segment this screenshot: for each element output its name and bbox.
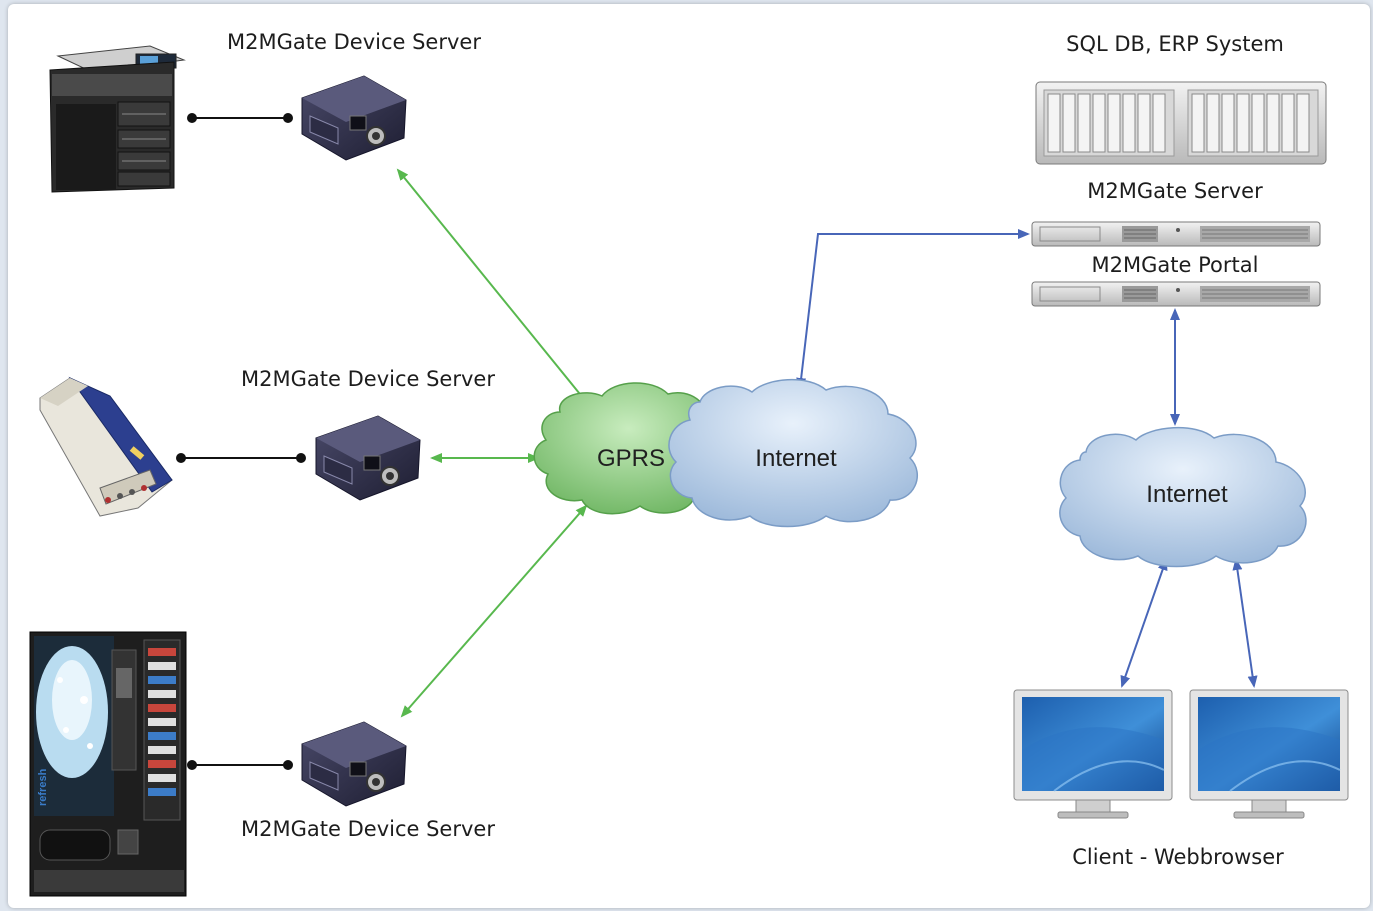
m2mgate-server-label: M2MGate Server [1087, 179, 1263, 203]
copier-device [49, 45, 186, 193]
green-link-bottom [400, 504, 588, 718]
internet-right-label: Internet [1146, 481, 1228, 508]
green-link-top [396, 168, 590, 406]
internet-cloud-center [668, 379, 919, 528]
blue-link-client-left [1120, 558, 1168, 688]
m2mgate-server-unit [1031, 221, 1321, 247]
device-link-top [187, 113, 293, 123]
network-diagram: refresh GPRS Internet Internet [29, 30, 1349, 897]
device-link-bottom [187, 760, 293, 770]
internet-center-label: Internet [755, 445, 837, 472]
internet-cloud-right [1059, 427, 1307, 568]
m2mgate-portal-label: M2MGate Portal [1092, 253, 1259, 277]
inverter-device [39, 376, 173, 517]
sql-db-server-rack [1035, 81, 1327, 165]
device-server-middle-label: M2MGate Device Server [241, 367, 495, 391]
device-server-bottom-label: M2MGate Device Server [241, 817, 495, 841]
blue-link-internet-to-server [796, 229, 1030, 390]
vending-machine-device: refresh [29, 631, 187, 897]
client-monitor-right [1189, 689, 1349, 819]
device-server-middle [315, 415, 421, 501]
gprs-cloud-label: GPRS [597, 445, 665, 472]
sql-db-label: SQL DB, ERP System [1066, 32, 1284, 56]
m2mgate-portal-unit [1031, 281, 1321, 307]
device-server-top [301, 75, 407, 161]
client-webbrowser-label: Client - Webbrowser [1072, 845, 1284, 869]
vending-brand-text: refresh [37, 768, 49, 806]
blue-link-client-right [1232, 558, 1258, 688]
device-link-middle [176, 453, 306, 463]
diagram-frame: refresh GPRS Internet Internet [8, 4, 1370, 908]
device-server-top-label: M2MGate Device Server [227, 30, 481, 54]
device-server-bottom [301, 721, 407, 807]
client-monitor-left [1013, 689, 1173, 819]
